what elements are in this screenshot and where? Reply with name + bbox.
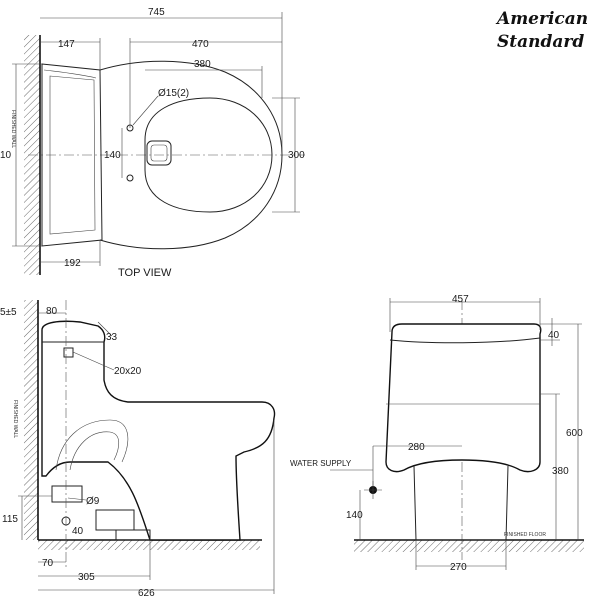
- dim-115: 115: [2, 514, 18, 525]
- dim-70: 70: [42, 558, 54, 569]
- dim-380-front: 380: [552, 466, 569, 477]
- tank-top-outline: [41, 63, 103, 247]
- front-view: FINISHED FLOOR WATER SUPPLY 457 40 600 3…: [290, 294, 584, 573]
- dim-33: 33: [106, 332, 118, 343]
- pedestal-outline: [413, 465, 509, 541]
- lid-front-line: [389, 337, 541, 344]
- side-wall-hatch: [24, 300, 38, 540]
- top-view: FINISHED WALL 745 147 470 380: [0, 7, 305, 279]
- dim-20x20: 20x20: [114, 366, 142, 377]
- dim-600: 600: [566, 428, 583, 439]
- brand-logo: American Standard: [495, 9, 588, 52]
- toilet-side-outline: [41, 320, 276, 541]
- dim-140-front: 140: [346, 510, 363, 521]
- dim-5pm5: 5±5: [0, 307, 17, 318]
- dim-457: 457: [452, 294, 469, 305]
- brand-line2: Standard: [497, 32, 584, 52]
- water-supply-label: WATER SUPPLY: [290, 459, 352, 468]
- outlet-connector: [95, 509, 135, 531]
- dim-745: 745: [148, 7, 165, 18]
- mount-hole-lower: [126, 174, 134, 182]
- side-wall-label: FINISHED WALL: [12, 400, 18, 438]
- supply-fitting: [51, 485, 83, 503]
- dim-80: 80: [46, 306, 58, 317]
- dim-40-front: 40: [548, 330, 560, 341]
- seat-opening: [144, 97, 273, 213]
- dim-305: 305: [78, 572, 95, 583]
- dim-147: 147: [58, 39, 75, 50]
- side-floor-hatch: [38, 540, 260, 550]
- side-view: FINISHED WALL 5±5 80 33 20x20 Ø9 115 40: [0, 300, 276, 599]
- dim-10: 10: [0, 150, 12, 161]
- drain-outlet: [146, 140, 172, 166]
- front-body-outline: [385, 323, 542, 473]
- dim-626: 626: [138, 588, 155, 599]
- dim-dia9: Ø9: [86, 496, 100, 507]
- top-view-title: TOP VIEW: [118, 267, 172, 279]
- dim-380: 380: [194, 59, 211, 70]
- floor-label: FINISHED FLOOR: [504, 532, 546, 538]
- front-floor-hatch: [354, 540, 584, 552]
- dim-192: 192: [64, 258, 81, 269]
- flush-lever: [63, 347, 74, 358]
- top-wall-label: FINISHED WALL: [10, 110, 16, 148]
- dim-140-top: 140: [104, 150, 121, 161]
- dim-hole: Ø15(2): [158, 88, 189, 99]
- brand-line1: American: [495, 9, 588, 29]
- dim-270: 270: [450, 562, 467, 573]
- dim-300: 300: [288, 150, 305, 161]
- dim-40-side: 40: [72, 526, 84, 537]
- dim-280: 280: [408, 442, 425, 453]
- dim-470: 470: [192, 39, 209, 50]
